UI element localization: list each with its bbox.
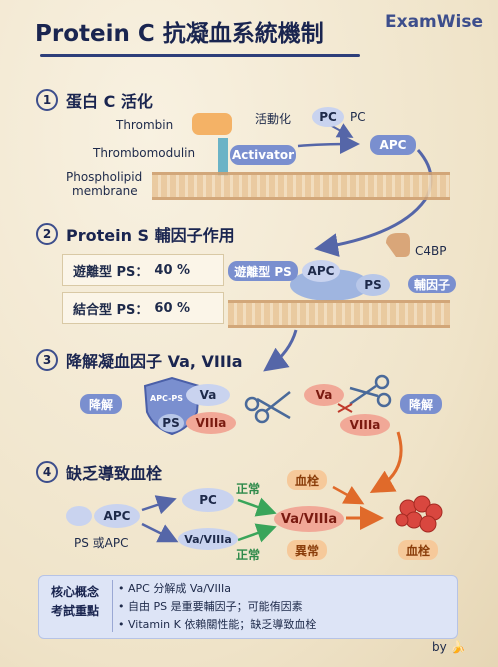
pc-oval: PC bbox=[182, 488, 234, 512]
viiia-cut-oval: VIIIa bbox=[340, 414, 390, 436]
c4bp-label: C4BP bbox=[415, 244, 447, 258]
shield-label: APC-PS bbox=[150, 394, 184, 403]
note-divider bbox=[112, 580, 113, 632]
apc-oval: APC bbox=[94, 504, 140, 528]
cut-mark bbox=[337, 403, 353, 413]
membrane-label: membrane bbox=[72, 184, 138, 198]
ps-oval: PS bbox=[356, 274, 390, 296]
apc-to-ps-arrow bbox=[314, 149, 433, 257]
activation-arrow bbox=[297, 134, 360, 155]
va-normal-arrow bbox=[237, 523, 277, 543]
pc-oval: PC bbox=[312, 107, 344, 127]
thrombin-shape bbox=[192, 113, 232, 135]
deficiency-arrow bbox=[369, 431, 403, 493]
activator-pill: Activator bbox=[230, 145, 296, 165]
section-number: 1 bbox=[36, 89, 58, 111]
title-underline bbox=[40, 54, 360, 57]
section-title: 蛋白 C 活化 bbox=[66, 92, 153, 111]
c4bp-shape bbox=[386, 233, 410, 257]
free-ps-tag: 遊離型 PS bbox=[228, 261, 298, 281]
section-3-heading: 3 降解凝血因子 Va, VIIIa bbox=[36, 348, 243, 372]
pc-normal-arrow bbox=[237, 497, 277, 517]
phospholipid-membrane-2 bbox=[228, 300, 450, 328]
ps-small-oval: PS bbox=[158, 414, 184, 432]
free-ps-label: 遊離型 PS： bbox=[73, 264, 149, 280]
va-viiia-small-oval: Va/VIIIa bbox=[178, 528, 238, 550]
thrombus-tag: 血栓 bbox=[398, 540, 438, 560]
apc-oval: APC bbox=[302, 260, 340, 282]
key-concepts-box bbox=[38, 575, 458, 639]
thrombin-label: Thrombin bbox=[116, 118, 174, 132]
page-title: Protein C 抗凝血系統機制 bbox=[35, 21, 324, 47]
brand-logo: ExamWise bbox=[385, 12, 483, 32]
scissors-left-icon bbox=[244, 391, 291, 424]
tag-line-1: 核心概念 bbox=[50, 585, 99, 599]
phospholipid-label: Phospholipid bbox=[66, 170, 143, 184]
free-ps-box: 遊離型 PS： 40 % bbox=[62, 254, 224, 286]
note-line: • APC 分解成 Va/VIIIa bbox=[118, 582, 231, 595]
va-oval: Va bbox=[186, 384, 230, 406]
section-number: 3 bbox=[36, 349, 58, 371]
section-1-heading: 1 蛋白 C 活化 bbox=[36, 88, 153, 112]
ps-or-apc-label: PS 或APC bbox=[74, 536, 129, 550]
tag-line-2: 考試重點 bbox=[50, 604, 99, 618]
thrombomodulin-stalk bbox=[218, 138, 228, 176]
footer-credit: by 🍌 bbox=[432, 640, 466, 654]
thrombus-label-tag: 血栓 bbox=[287, 470, 327, 490]
bound-ps-percent: 60 % bbox=[154, 300, 191, 316]
pc-to-apc-arrow bbox=[329, 123, 354, 138]
section-number: 4 bbox=[36, 461, 58, 483]
apc-to-va-arrow bbox=[141, 522, 179, 543]
degrade-tag-right: 降解 bbox=[400, 394, 442, 414]
bound-ps-label: 結合型 PS： bbox=[73, 302, 149, 318]
thrombus-label-arrow bbox=[332, 485, 365, 505]
abnormal-tag: 異常 bbox=[287, 540, 327, 560]
section-number: 2 bbox=[36, 223, 58, 245]
scissors-right-icon bbox=[349, 374, 392, 408]
thrombomodulin-label: Thrombomodulin bbox=[93, 146, 196, 160]
free-ps-percent: 40 % bbox=[154, 262, 191, 278]
phospholipid-membrane-1 bbox=[152, 172, 450, 200]
apc-to-pc-arrow bbox=[141, 495, 177, 515]
ps-blob bbox=[66, 506, 92, 526]
apc-pill: APC bbox=[370, 135, 416, 155]
section-title: 缺乏導致血栓 bbox=[66, 464, 163, 483]
section-title: 降解凝血因子 Va, VIIIa bbox=[66, 352, 243, 371]
pc-label: PC bbox=[350, 110, 366, 124]
activation-label: 活動化 bbox=[255, 112, 292, 126]
note-line: • 自由 PS 是重要輔因子；可能侑因素 bbox=[118, 600, 303, 613]
thrombus-cluster-icon bbox=[395, 495, 443, 533]
normal-label-bottom: 正常 bbox=[236, 548, 261, 562]
va-cut-oval: Va bbox=[304, 384, 344, 406]
section-title: Protein S 輔因子作用 bbox=[66, 226, 235, 245]
bound-ps-box: 結合型 PS： 60 % bbox=[62, 292, 224, 324]
cofactor-tag: 輔因子 bbox=[408, 275, 456, 293]
viiia-oval: VIIIa bbox=[186, 412, 236, 434]
note-line: • Vitamin K 依賴關性能；缺乏導致血栓 bbox=[118, 618, 317, 631]
degrade-tag-left: 降解 bbox=[80, 394, 122, 414]
ps-to-degrade-arrow bbox=[263, 329, 298, 372]
normal-label-top: 正常 bbox=[236, 482, 261, 496]
section-4-heading: 4 缺乏導致血栓 bbox=[36, 460, 162, 484]
key-concepts-tag: 核心概念 考試重點 bbox=[44, 583, 106, 621]
section-2-heading: 2 Protein S 輔因子作用 bbox=[36, 222, 235, 246]
va-viiia-big-oval: Va/VIIIa bbox=[274, 506, 344, 532]
